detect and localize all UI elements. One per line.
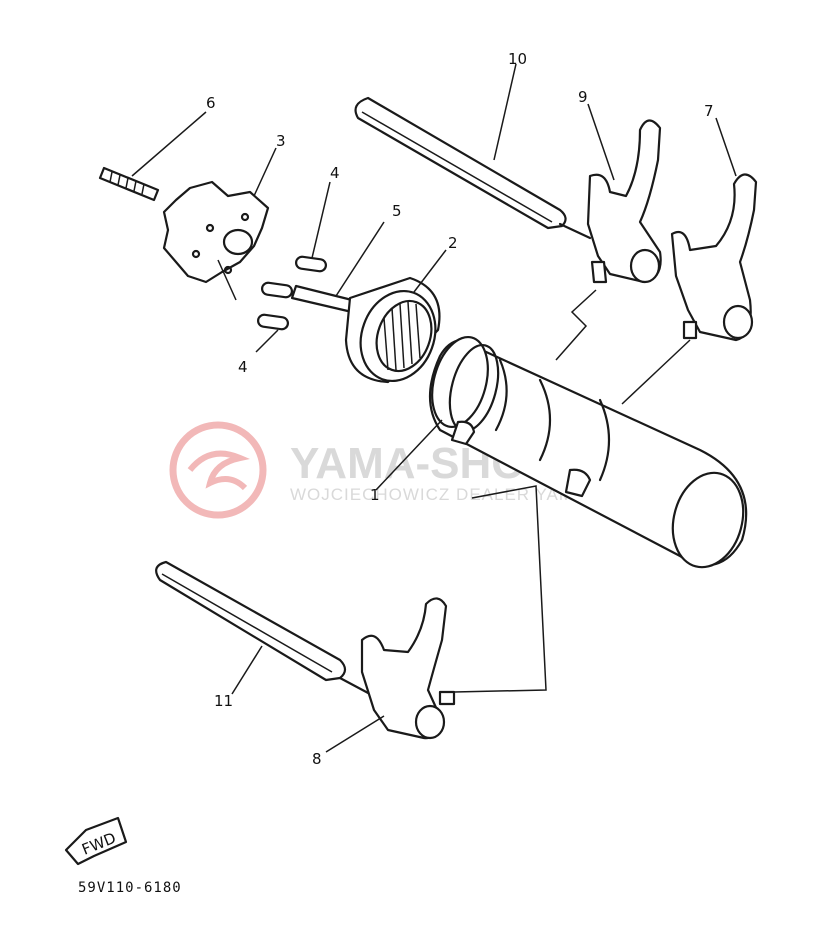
watermark-subtitle: WOJCIECHOWICZ DEALER YAMAHA [290,485,612,504]
callout-5: 5 [392,202,402,220]
shift-fork-8 [360,597,456,740]
diagram-code: 59V110-6180 [78,880,182,896]
callout-9: 9 [578,88,588,106]
watermark-logo-icon [169,421,267,519]
shift-fork-7 [670,173,758,342]
callout-6: 6 [206,94,216,112]
leader-lines [131,63,737,753]
callout-2: 2 [448,234,458,252]
shift-cam-1 [429,335,748,569]
callout-4-lower: 4 [238,358,248,376]
dowel-pins-4 [256,255,328,331]
callout-11: 11 [214,692,233,710]
bearing-2 [344,276,441,384]
forward-arrow-icon: FWD [64,816,128,866]
callout-8: 8 [312,750,322,768]
guide-bar-10 [354,96,592,240]
callout-3: 3 [276,132,286,150]
segment-3 [162,180,270,301]
callout-1: 1 [370,486,380,504]
watermark-logo-mark [187,450,250,491]
callout-10: 10 [508,50,527,68]
callouts: 1 2 3 4 4 5 6 7 8 9 10 11 [206,50,714,768]
callout-7: 7 [704,102,714,120]
guide-bar-11 [155,560,372,696]
rod-5 [290,284,357,314]
shift-fork-9 [586,119,662,284]
callout-4-upper: 4 [330,164,340,182]
pin-6 [98,166,160,202]
